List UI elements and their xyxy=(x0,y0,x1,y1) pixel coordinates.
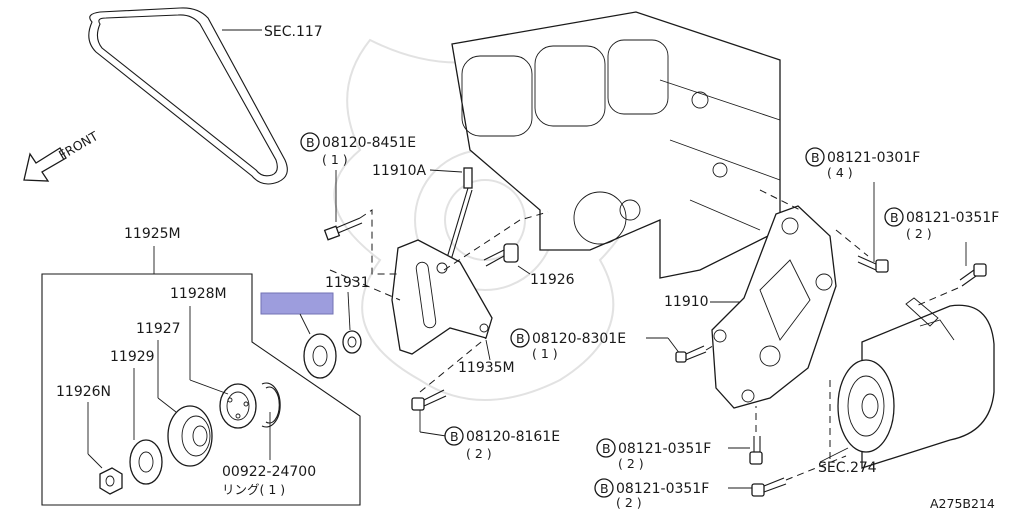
washer-11931 xyxy=(342,330,362,354)
label-bolt-0351f-b: 08121-0351F xyxy=(618,441,711,457)
bolt-0351f-b xyxy=(749,436,763,465)
label-sec274: SEC.274 xyxy=(818,460,877,476)
bolt-0301f xyxy=(857,255,889,273)
b-marker-icon: B xyxy=(811,150,820,165)
pulley-11925m xyxy=(303,333,337,379)
label-11910a: 11910A xyxy=(372,163,427,179)
highlight-marker[interactable] xyxy=(260,292,334,315)
label-11925m: 11925M xyxy=(124,226,181,242)
b-marker-icon: B xyxy=(600,481,609,496)
label-11927: 11927 xyxy=(136,321,181,337)
label-11931: 11931 xyxy=(325,275,370,291)
b-marker-icon: B xyxy=(890,210,899,225)
label-ring-number: 00922-24700 xyxy=(222,464,316,480)
label-qty-0351f-b: ( 2 ) xyxy=(618,456,644,471)
bolt-0351f-a xyxy=(959,263,987,287)
bolt-8161e xyxy=(411,389,447,411)
washer-11929 xyxy=(129,439,163,485)
bolt-8301e xyxy=(675,345,707,363)
label-bolt-0301f: 08121-0301F xyxy=(827,150,920,166)
label-ring-text: リング( 1 ) xyxy=(222,482,285,497)
label-sec117: SEC.117 xyxy=(264,24,323,40)
label-bolt-8451e: 08120-8451E xyxy=(322,135,416,151)
label-qty-0351f-c: ( 2 ) xyxy=(616,495,642,510)
label-11935m: 11935M xyxy=(458,360,515,376)
bolt-8451e: B xyxy=(300,132,363,241)
label-qty-0351f-a: ( 2 ) xyxy=(906,226,932,241)
label-qty-8451e: ( 1 ) xyxy=(322,152,348,167)
bolt-11926 xyxy=(483,243,519,267)
label-qty-0301f: ( 4 ) xyxy=(827,165,853,180)
label-11926: 11926 xyxy=(530,272,575,288)
label-11929: 11929 xyxy=(110,349,155,365)
nut-11926n xyxy=(99,467,123,495)
drive-belt xyxy=(88,7,288,185)
assembly-box xyxy=(41,273,361,506)
label-front: FRONT xyxy=(56,128,101,163)
bracket-11910 xyxy=(711,205,837,409)
bolt-0351f-c xyxy=(751,477,787,497)
label-11928m: 11928M xyxy=(170,286,227,302)
label-bolt-8161e: 08120-8161E xyxy=(466,429,560,445)
b-marker-icon: B xyxy=(306,135,315,150)
b-marker-icon: B xyxy=(450,429,459,444)
label-qty-8301e: ( 1 ) xyxy=(532,346,558,361)
diagram-reference-code: A275B214 xyxy=(930,496,995,511)
bearing-11928m xyxy=(219,383,257,429)
snap-ring xyxy=(261,382,281,428)
b-marker-icon: B xyxy=(602,441,611,456)
stud-11910a xyxy=(443,167,473,271)
label-11926n: 11926N xyxy=(56,384,111,400)
label-qty-8161e: ( 2 ) xyxy=(466,446,492,461)
label-bolt-8301e: 08120-8301E xyxy=(532,331,626,347)
pulley-11927 xyxy=(167,405,213,467)
label-bolt-0351f-c: 08121-0351F xyxy=(616,481,709,497)
front-arrow-icon xyxy=(23,147,67,182)
label-11910: 11910 xyxy=(664,294,709,310)
engine-block xyxy=(451,11,781,279)
b-marker-icon: B xyxy=(516,331,525,346)
ac-compressor xyxy=(837,297,995,469)
label-bolt-0351f-a: 08121-0351F xyxy=(906,210,999,226)
bracket-11935m xyxy=(391,239,493,355)
